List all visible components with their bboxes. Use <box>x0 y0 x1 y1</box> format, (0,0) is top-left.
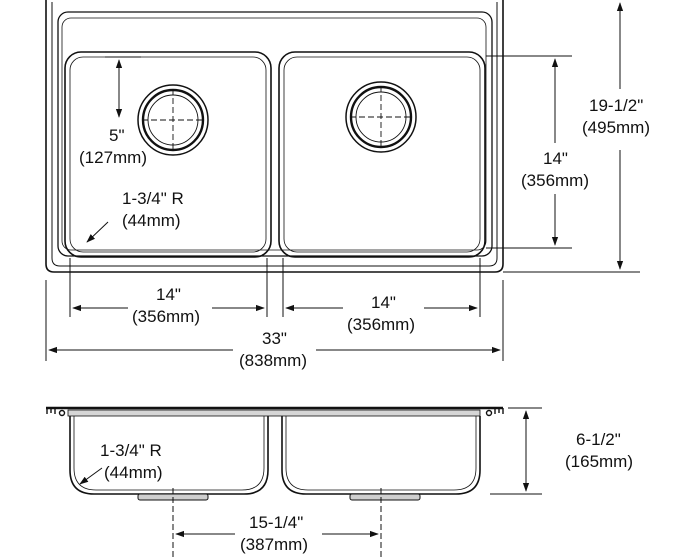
bowl-depth-metric-label: (165mm) <box>565 452 633 471</box>
width-extension-lines <box>45 258 504 361</box>
right-bowl-inner <box>283 56 481 253</box>
corner-radius-leader <box>86 221 109 243</box>
bowl-height-metric-label: (356mm) <box>521 171 589 190</box>
corner-radius-label: 1-3/4" R <box>122 189 184 208</box>
side-corner-radius-leader <box>79 467 103 485</box>
right-bowl-width-label: 14" <box>371 293 396 312</box>
overall-width-metric-label: (838mm) <box>239 351 307 370</box>
drain-spacing-metric-label: (387mm) <box>240 535 308 554</box>
drain-offset-dimension <box>105 56 141 118</box>
sink-rim-inner-line <box>51 2 498 267</box>
right-drain-icon <box>345 81 417 153</box>
bowl-depth-dimension <box>490 407 542 495</box>
sink-outer-rim <box>45 0 504 273</box>
side-rim-band <box>67 409 481 417</box>
left-bowl-inner <box>69 56 267 253</box>
right-bowl-profile <box>281 416 481 495</box>
bowl-height-label: 14" <box>543 149 568 168</box>
right-bowl-profile-inner <box>285 416 477 491</box>
drain-spacing-label: 15-1/4" <box>249 513 303 532</box>
sink-deck-inner-outline <box>61 17 487 251</box>
overall-width-label: 33" <box>262 329 287 348</box>
bowl-depth-label: 6-1/2" <box>576 430 621 449</box>
left-bowl-width-label: 14" <box>156 285 181 304</box>
side-corner-radius-metric-label: (44mm) <box>104 463 163 482</box>
side-view <box>46 406 542 560</box>
left-bowl-width-metric-label: (356mm) <box>132 307 200 326</box>
right-bowl-width-metric-label: (356mm) <box>347 315 415 334</box>
right-bowl-outline <box>278 51 486 258</box>
right-mounting-clip-icon <box>485 408 504 417</box>
bowl-height-dimension <box>486 55 572 249</box>
drain-offset-label: 5" <box>109 126 125 145</box>
side-corner-radius-label: 1-3/4" R <box>100 441 162 460</box>
left-bowl-profile-inner <box>73 416 265 491</box>
top-view <box>45 0 640 361</box>
drain-spacing-dimension <box>172 488 382 560</box>
corner-radius-metric-label: (44mm) <box>122 211 181 230</box>
sink-deck-outline <box>57 11 493 257</box>
left-mounting-clip-icon <box>46 408 66 417</box>
left-drain-icon <box>137 84 209 156</box>
overall-depth-metric-label: (495mm) <box>582 118 650 137</box>
overall-depth-label: 19-1/2" <box>589 96 643 115</box>
drain-offset-metric-label: (127mm) <box>79 148 147 167</box>
overall-depth-dimension <box>503 2 640 273</box>
right-drain-outlet <box>349 493 421 501</box>
left-bowl-outline <box>64 51 272 258</box>
